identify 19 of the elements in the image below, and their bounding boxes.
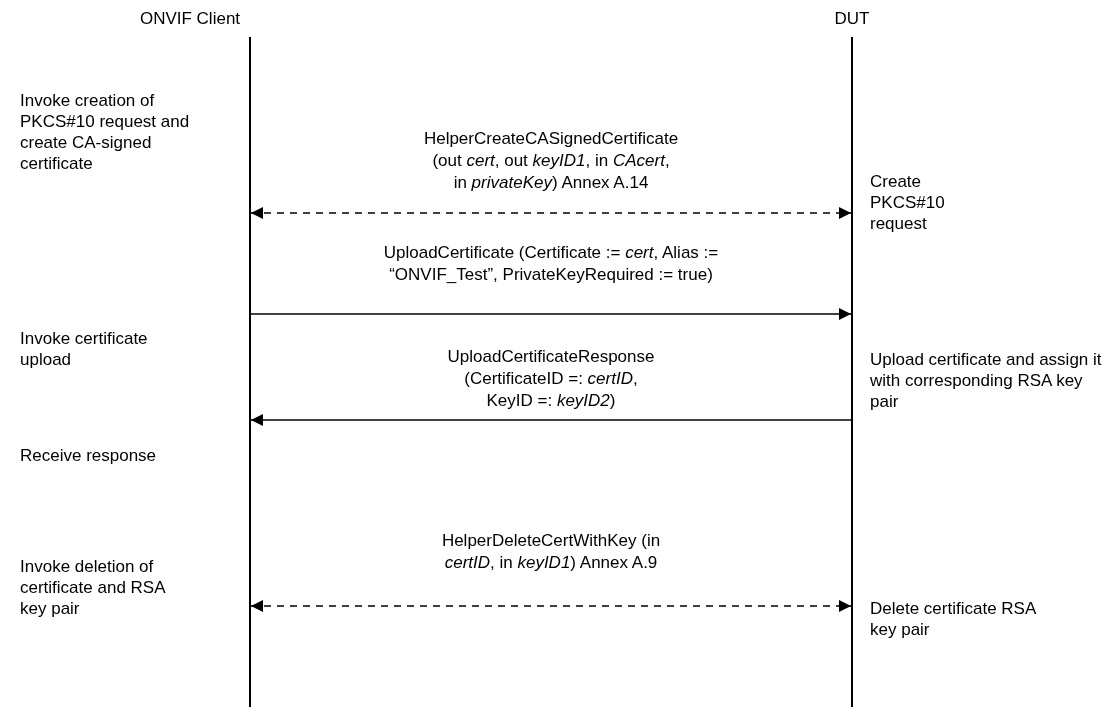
step-note: Create PKCS#10 request — [870, 171, 946, 234]
step-note: Invoke deletion of certificate and RSA key pair — [20, 556, 167, 619]
lifeline — [851, 37, 853, 707]
message-arrow — [250, 414, 852, 426]
message-label: UploadCertificateResponse (CertificateID =: certID, KeyID =: keyID2) — [446, 346, 656, 412]
lifeline — [249, 37, 251, 707]
message-arrow — [250, 600, 852, 612]
lifeline-label: DUT — [826, 9, 878, 31]
message-label: HelperDeleteCertWithKey (in certID, in keyID1) Annex A.9 — [440, 530, 662, 574]
message-label: HelperCreateCASignedCertificate (out cert, out keyID1, in CAcert, in privateKey) Annex A.14 — [422, 128, 680, 194]
message-arrow — [250, 207, 852, 219]
step-note: Delete certificate RSA key pair — [870, 598, 1037, 640]
step-note: Receive response — [20, 445, 158, 466]
step-note: Invoke certificate upload — [20, 328, 149, 370]
message-arrow — [250, 308, 852, 320]
lifeline-label: ONVIF Client — [130, 9, 250, 31]
step-note: Invoke creation of PKCS#10 request and create CA-signed certificate — [20, 90, 191, 174]
message-label: UploadCertificate (Certificate := cert, Alias := “ONVIF_Test”, PrivateKeyRequired := true) — [382, 242, 720, 286]
step-note: Upload certificate and assign it with corresponding RSA key pair — [870, 349, 1103, 412]
